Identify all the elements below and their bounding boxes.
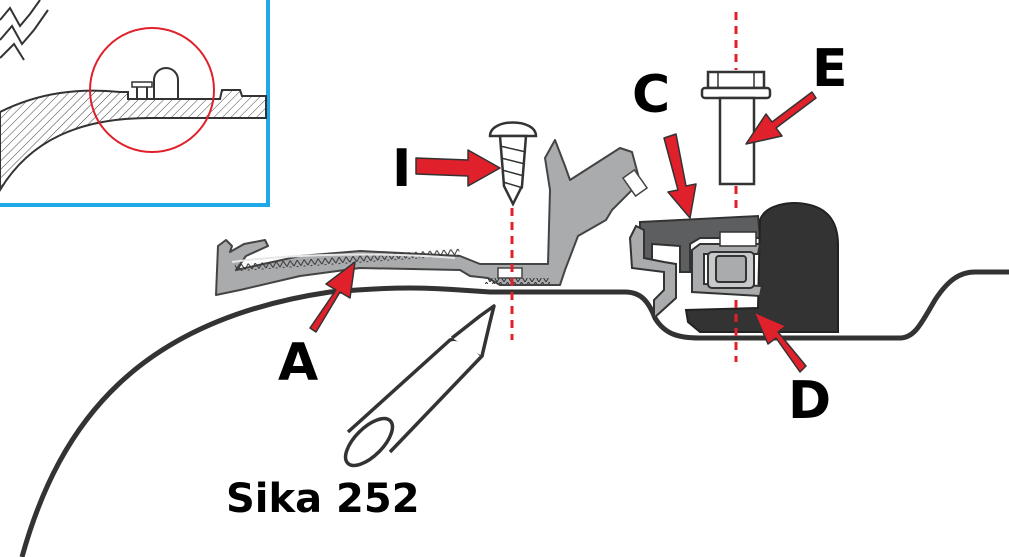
detail-inset xyxy=(0,0,270,207)
clamp-assembly xyxy=(628,202,839,333)
sealant-label: Sika 252 xyxy=(226,476,420,522)
inset-highlight-circle xyxy=(89,27,215,153)
inset-corrugated-panel xyxy=(0,0,49,61)
label-c: C xyxy=(632,65,670,125)
label-a: A xyxy=(278,333,318,393)
clip-gap xyxy=(621,168,649,198)
screw-hole-gap xyxy=(497,267,523,279)
bolt-gap xyxy=(719,231,757,247)
inset-seal xyxy=(153,67,179,100)
arrow-c xyxy=(663,133,697,219)
callout-arrows xyxy=(309,91,817,373)
inset-rail xyxy=(131,81,153,88)
inset-roof-section xyxy=(0,89,267,192)
arrow-d xyxy=(753,311,807,373)
label-e: E xyxy=(812,39,848,99)
arrow-a xyxy=(309,261,356,333)
self-tapping-screw-icon xyxy=(488,121,538,207)
nut-retainer xyxy=(628,224,677,321)
rail-profile xyxy=(215,139,649,296)
sealant-tube-icon xyxy=(343,304,496,468)
label-i: I xyxy=(392,139,411,199)
label-d: D xyxy=(788,371,831,431)
roof-outline xyxy=(19,269,1009,557)
arrow-e xyxy=(745,91,817,145)
rubber-seal xyxy=(684,202,839,333)
arrow-i xyxy=(415,149,501,187)
